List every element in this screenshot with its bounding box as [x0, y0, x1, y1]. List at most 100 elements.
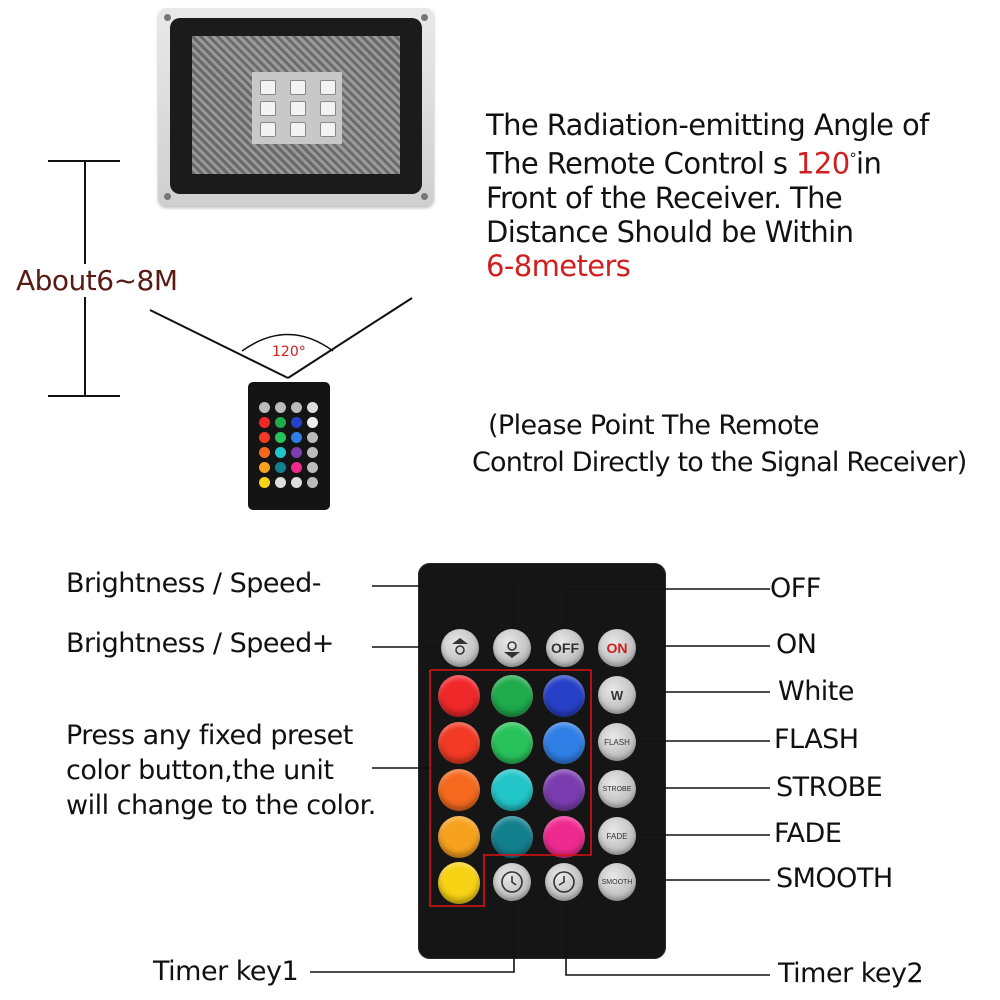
remote-button-mini [259, 432, 270, 443]
remote-button-mini [307, 402, 318, 413]
floodlight-reflector [192, 36, 400, 174]
remote-button-mini [259, 447, 270, 458]
remote-button-mini [259, 402, 270, 413]
sun-down-icon [504, 641, 520, 658]
color-button-teal[interactable] [491, 816, 533, 858]
remote-button-mini [307, 432, 318, 443]
led-chip [320, 122, 336, 137]
flash-button[interactable]: FLASH [598, 723, 636, 761]
strobe-button[interactable]: STROBE [598, 770, 636, 808]
screw-icon [421, 14, 428, 21]
timer-key2-label: Timer key2 [778, 958, 924, 989]
description-line3: Front of the Receiver. The [486, 180, 843, 215]
brightness-plus-button[interactable] [441, 629, 479, 667]
remote-button-mini [259, 477, 270, 488]
strobe-label: STROBE [776, 772, 883, 803]
remote-button-mini [291, 432, 302, 443]
angle-label: 120° [272, 344, 306, 360]
angle-value: 120 [796, 146, 850, 181]
color-button-yellow[interactable] [438, 862, 480, 904]
led-chip [290, 101, 306, 116]
remote-button-mini [291, 417, 302, 428]
floodlight-image [158, 8, 434, 206]
color-button-cyan[interactable] [491, 769, 533, 811]
remote-button-mini [291, 477, 302, 488]
remote-button-mini [275, 447, 286, 458]
led-chip [260, 80, 276, 95]
instruction-line2: Control Directly to the Signal Receiver) [472, 447, 967, 478]
clock-icon [501, 871, 523, 893]
remote-button-mini [307, 447, 318, 458]
distance-label: About6~8M [14, 264, 180, 297]
distance-value: 6-8meters [486, 248, 631, 283]
led-chip-panel [252, 72, 342, 144]
degree-symbol: ° [849, 151, 857, 167]
smooth-button[interactable]: SMOOTH [598, 863, 636, 901]
description-line1: The Radiation-emitting Angle of [486, 108, 929, 142]
instruction-line1: (Please Point The Remote [488, 410, 820, 441]
led-chip [320, 101, 336, 116]
color-button-orange[interactable] [438, 769, 480, 811]
color-button-blue[interactable] [543, 675, 585, 717]
on-label: ON [776, 629, 817, 660]
on-button[interactable]: ON [598, 629, 636, 667]
screw-icon [421, 193, 428, 200]
white-button[interactable]: W [598, 676, 636, 714]
small-remote-image [248, 382, 330, 510]
preset-label-line3: will change to the color. [66, 790, 376, 821]
off-label: OFF [770, 573, 821, 604]
remote-button-mini [275, 462, 286, 473]
color-button-green[interactable] [491, 675, 533, 717]
color-button-light-blue[interactable] [543, 722, 585, 764]
clock-icon [553, 871, 575, 893]
color-button-pink[interactable] [543, 816, 585, 858]
fade-button[interactable]: FADE [598, 817, 636, 855]
remote-button-mini [259, 462, 270, 473]
sun-up-icon [452, 638, 468, 655]
led-chip [260, 122, 276, 137]
white-label: White [778, 676, 855, 707]
remote-button-mini [259, 417, 270, 428]
timer-key1-button[interactable] [493, 863, 531, 901]
led-chip [260, 101, 276, 116]
preset-label-line2: color button,the unit [66, 755, 334, 786]
screw-icon [164, 193, 171, 200]
description-line2-post: in [856, 146, 882, 181]
led-chip [320, 80, 336, 95]
remote-button-mini [307, 462, 318, 473]
flash-label: FLASH [774, 724, 859, 755]
remote-button-mini [307, 477, 318, 488]
brightness-minus-label: Brightness / Speed- [66, 568, 321, 599]
remote-button-mini [275, 477, 286, 488]
color-button-amber[interactable] [438, 816, 480, 858]
color-button-red-orange[interactable] [438, 722, 480, 764]
screw-icon [164, 14, 171, 21]
description-line2-pre: The Remote Control s [486, 146, 797, 181]
color-button-red[interactable] [438, 675, 480, 717]
preset-label: Press any fixed preset color button,the … [66, 718, 376, 823]
description-line2: The Remote Control s 120°in [486, 142, 929, 181]
off-button[interactable]: OFF [546, 629, 584, 667]
timer-key1-label: Timer key1 [153, 956, 299, 987]
led-chip [290, 80, 306, 95]
remote-button-mini [291, 462, 302, 473]
fade-label: FADE [774, 818, 842, 849]
brightness-minus-button[interactable] [493, 629, 531, 667]
brightness-plus-label: Brightness / Speed+ [66, 628, 334, 659]
description-block: The Radiation-emitting Angle of The Remo… [486, 108, 929, 283]
color-button-purple[interactable] [543, 769, 585, 811]
remote-button-mini [291, 402, 302, 413]
remote-button-mini [275, 417, 286, 428]
timer-key2-button[interactable] [545, 863, 583, 901]
remote-button-mini [307, 417, 318, 428]
color-button-light-green[interactable] [491, 722, 533, 764]
remote-button-mini [275, 432, 286, 443]
led-chip [290, 122, 306, 137]
floodlight-bezel [170, 18, 422, 194]
smooth-label: SMOOTH [776, 863, 893, 894]
remote-button-mini [291, 447, 302, 458]
preset-label-line1: Press any fixed preset [66, 720, 353, 751]
